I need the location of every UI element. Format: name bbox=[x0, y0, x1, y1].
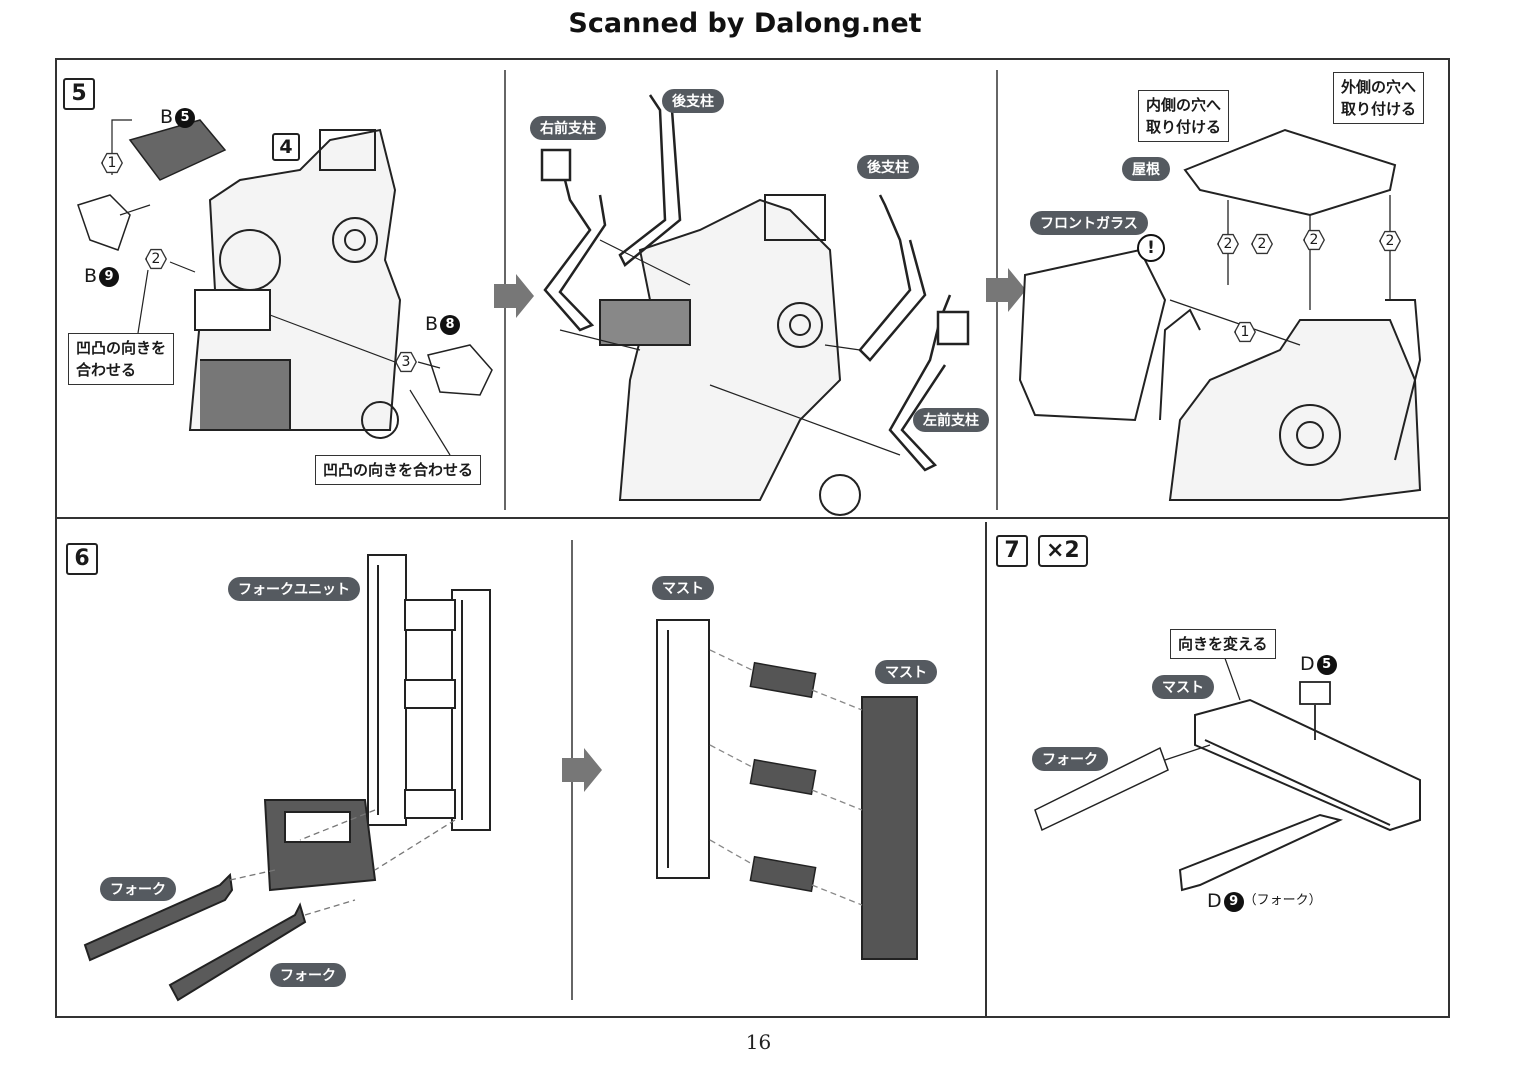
change-direction-note: 向きを変える bbox=[1170, 629, 1276, 659]
roof-label: 屋根 bbox=[1122, 157, 1170, 181]
outer-hole-line-1: 外側の穴へ bbox=[1341, 78, 1417, 96]
instruction-frame bbox=[55, 58, 1450, 1018]
mast-dark-drawing bbox=[861, 696, 918, 960]
fork-unit-label: フォークユニット bbox=[228, 577, 360, 601]
robot-body-drawing-1 bbox=[188, 128, 402, 439]
fork-label-2: フォーク bbox=[270, 963, 346, 987]
step-7-number: 7 bbox=[996, 535, 1028, 567]
inner-hole-line-1: 内側の穴へ bbox=[1146, 96, 1222, 114]
fork-label-1: フォーク bbox=[100, 877, 176, 901]
part-d5-drawing bbox=[1299, 681, 1331, 740]
substep-2c-marker: 2 bbox=[1303, 229, 1325, 251]
part-b8-drawing bbox=[427, 344, 493, 396]
mast-label-2: マスト bbox=[875, 660, 937, 684]
mast-label-1: マスト bbox=[652, 576, 714, 600]
front-glass-label: フロントガラス bbox=[1030, 211, 1148, 235]
scan-watermark-header: Scanned by Dalong.net bbox=[568, 8, 922, 39]
step-6-number: 6 bbox=[66, 543, 98, 575]
substep-2a-marker: 2 bbox=[1217, 233, 1239, 255]
roof-drawing bbox=[1183, 128, 1397, 217]
part-d9-fork-drawing bbox=[1178, 813, 1343, 892]
mast-assembly-drawing bbox=[1194, 698, 1421, 832]
substep-2-marker: 2 bbox=[145, 248, 167, 270]
fork-grid-drawing bbox=[1034, 746, 1169, 832]
rear-post-label-2: 後支柱 bbox=[857, 155, 919, 179]
step-5-number: 5 bbox=[63, 78, 95, 110]
step6b-guides bbox=[709, 649, 863, 906]
right-front-post-label: 右前支柱 bbox=[530, 116, 606, 140]
robot-body-drawing-3 bbox=[1159, 299, 1422, 501]
left-front-post-label: 左前支柱 bbox=[913, 408, 989, 432]
mast-label-3: マスト bbox=[1152, 675, 1214, 699]
part-b9-drawing bbox=[77, 194, 131, 251]
part-b5-drawing bbox=[128, 119, 227, 181]
mast-connector-drawings bbox=[749, 661, 817, 893]
inset-4-number: 4 bbox=[272, 133, 300, 161]
align-note-1: 凹凸の向きを 合わせる bbox=[68, 333, 175, 385]
inner-hole-note: 内側の穴へ 取り付ける bbox=[1138, 90, 1230, 142]
substep-1b-marker: 1 bbox=[1234, 321, 1256, 343]
step-arrow-icon bbox=[494, 268, 1026, 792]
mast-white-drawing bbox=[656, 619, 710, 879]
rear-post-label-1: 後支柱 bbox=[662, 89, 724, 113]
inner-hole-line-2: 取り付ける bbox=[1146, 118, 1222, 136]
substep-2d-marker: 2 bbox=[1379, 230, 1401, 252]
step5b-arrows bbox=[559, 239, 901, 456]
align-note-line-2: 合わせる bbox=[76, 361, 137, 379]
front-glass-drawing bbox=[1018, 248, 1167, 422]
carriage-drawing bbox=[263, 799, 377, 892]
outer-hole-line-2: 取り付ける bbox=[1341, 100, 1417, 118]
outer-hole-note: 外側の穴へ 取り付ける bbox=[1333, 72, 1425, 124]
fork-unit-drawing bbox=[367, 554, 491, 831]
align-note-line-1: 凹凸の向きを bbox=[76, 339, 167, 357]
exclamation-icon: ! bbox=[1137, 234, 1165, 262]
substep-3-marker: 3 bbox=[395, 351, 417, 373]
robot-body-drawing-2 bbox=[599, 194, 861, 516]
quantity-multiplier: ×2 bbox=[1038, 535, 1088, 567]
step6-guides bbox=[229, 809, 456, 916]
page-number: 16 bbox=[745, 1030, 772, 1054]
post-drawings bbox=[540, 94, 970, 472]
substep-2b-marker: 2 bbox=[1251, 233, 1273, 255]
fork-drawings bbox=[83, 872, 307, 1002]
align-note-2: 凹凸の向きを合わせる bbox=[315, 455, 482, 485]
fork-label-3: フォーク bbox=[1032, 747, 1108, 771]
step5-leader-lines bbox=[111, 119, 451, 456]
substep-1-marker: 1 bbox=[101, 152, 123, 174]
